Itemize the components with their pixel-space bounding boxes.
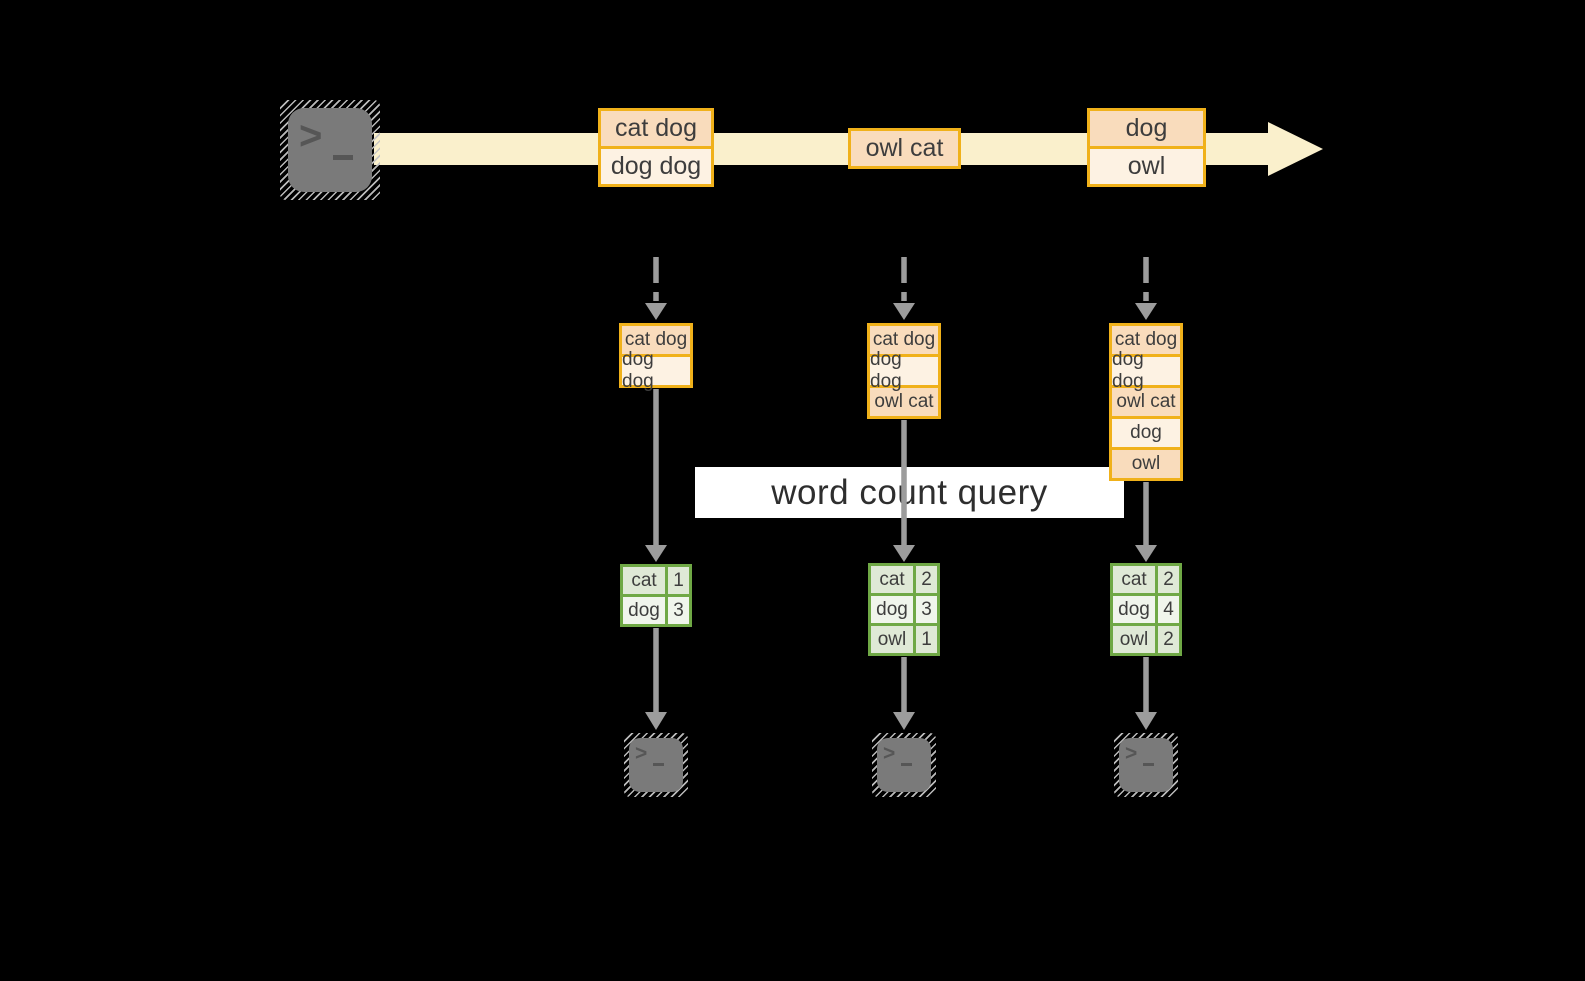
query-label: word count query	[771, 472, 1048, 512]
down-arrow-icon	[645, 628, 667, 730]
sink-terminal-icon: >	[872, 733, 936, 797]
buffer-row: cat dog	[622, 326, 690, 354]
event-row: dog dog	[601, 146, 711, 184]
buffer-row: owl cat	[870, 385, 938, 416]
count-value-cell: 1	[916, 626, 937, 653]
terminal-cursor-icon	[653, 763, 664, 766]
count-table: cat 1 dog 3	[620, 564, 692, 627]
event-buffer: cat dog dog dog owl cat	[867, 323, 941, 419]
count-value-cell: 2	[1158, 626, 1179, 653]
terminal-screen: >	[877, 738, 931, 792]
terminal-prompt-icon: >	[1125, 742, 1138, 765]
count-word-cell: dog	[871, 596, 913, 623]
terminal-cursor-icon	[333, 155, 353, 160]
sink-terminal-icon: >	[1114, 733, 1178, 797]
count-value-cell: 3	[916, 596, 937, 623]
buffer-row: owl	[1112, 447, 1180, 478]
stream-event: dog owl	[1087, 108, 1206, 187]
count-word-cell: owl	[871, 626, 913, 653]
event-row: owl	[1090, 146, 1203, 184]
dashed-arrow-icon	[1135, 257, 1157, 320]
terminal-cursor-icon	[901, 763, 912, 766]
buffer-row: dog dog	[1112, 349, 1180, 392]
terminal-screen: >	[629, 738, 683, 792]
count-word-cell: dog	[1113, 596, 1155, 623]
count-value-cell: 1	[668, 567, 689, 594]
count-table: cat 2 dog 3 owl 1	[868, 563, 940, 656]
source-terminal-icon: >	[280, 100, 380, 200]
terminal-screen: >	[288, 108, 372, 192]
down-arrow-icon	[1135, 657, 1157, 730]
terminal-cursor-icon	[1143, 763, 1154, 766]
event-buffer: cat dog dog dog owl cat dog owl	[1109, 323, 1183, 481]
down-arrow-icon	[893, 657, 915, 730]
event-row: owl cat	[851, 131, 958, 166]
count-value-cell: 4	[1158, 596, 1179, 623]
count-table: cat 2 dog 4 owl 2	[1110, 563, 1182, 656]
stream-arrowhead-icon	[1268, 122, 1323, 176]
terminal-prompt-icon: >	[299, 114, 323, 158]
count-value-cell: 2	[916, 566, 937, 593]
dashed-arrow-icon	[893, 257, 915, 320]
down-arrow-icon	[1135, 482, 1157, 562]
buffer-row: dog dog	[622, 349, 690, 392]
stream-event: cat dog dog dog	[598, 108, 714, 187]
sink-terminal-icon: >	[624, 733, 688, 797]
buffer-row: cat dog	[1112, 326, 1180, 354]
stream-event: owl cat	[848, 128, 961, 169]
down-arrow-icon	[645, 389, 667, 562]
dashed-arrow-icon	[645, 257, 667, 320]
count-value-cell: 3	[668, 597, 689, 624]
event-row: dog	[1090, 111, 1203, 146]
count-word-cell: cat	[623, 567, 665, 594]
event-row: cat dog	[601, 111, 711, 146]
terminal-prompt-icon: >	[883, 742, 896, 765]
buffer-row: cat dog	[870, 326, 938, 354]
terminal-prompt-icon: >	[635, 742, 648, 765]
query-banner: word count query	[695, 467, 1124, 518]
event-buffer: cat dog dog dog	[619, 323, 693, 392]
count-value-cell: 2	[1158, 566, 1179, 593]
terminal-screen: >	[1119, 738, 1173, 792]
count-word-cell: dog	[623, 597, 665, 624]
buffer-row: dog dog	[870, 349, 938, 392]
count-word-cell: cat	[871, 566, 913, 593]
count-word-cell: cat	[1113, 566, 1155, 593]
count-word-cell: owl	[1113, 626, 1155, 653]
buffer-row: owl cat	[1112, 385, 1180, 416]
buffer-row: dog	[1112, 416, 1180, 447]
